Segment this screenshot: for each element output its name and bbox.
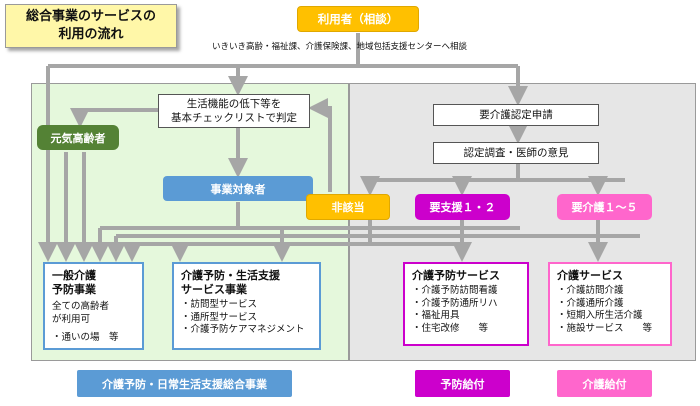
card-line: 全ての高齢者 [52,301,110,312]
diagram-title: 総合事業のサービスの 利用の流れ [5,4,177,48]
card-line: ・短期入所生活介護 [557,310,643,321]
comprehensive-program-label: 介護予防・日常生活支援総合事業 [77,370,292,397]
card-line: ・通所型サービス [181,311,258,323]
checklist-line-2: 基本チェックリストで判定 [171,112,297,124]
card-line: ・福祉用具 [412,310,460,321]
general-prevention-card: 一般介護 予防事業 全ての高齢者 が利用可 ・通いの場 等 [43,262,144,350]
prevention-benefit-label: 予防給付 [415,370,510,397]
user-consult-box: 利用者（相談） [297,6,419,32]
card-line: ・介護予防ケアマネジメント [181,324,305,335]
card-heading: 介護サービス [557,269,623,282]
card-heading: 介護予防サービス [412,269,500,282]
card-line: ・介護予防訪問看護 [412,285,498,296]
checklist-line-1: 生活機能の低下等を [186,98,282,110]
healthy-elderly-box: 元気高齢者 [37,125,119,150]
title-line-1: 総合事業のサービスの [25,9,156,24]
daily-life-support-card: 介護予防・生活支援 サービス事業 ・訪問型サービス ・通所型サービス ・介護予防… [172,262,321,350]
prevention-service-card: 介護予防サービス ・介護予防訪問看護 ・介護予防通所リハ ・福祉用具 ・住宅改修… [403,262,529,346]
card-line: ・施設サービス 等 [557,322,653,334]
card-line: ・通いの場 等 [52,332,119,343]
card-heading: 介護予防・生活支援 [181,269,280,282]
not-applicable-box: 非該当 [306,194,390,220]
card-line: が利用可 [52,313,91,325]
card-heading: 予防事業 [52,283,96,296]
card-line: ・住宅改修 等 [412,322,489,334]
card-heading: サービス事業 [181,283,247,296]
title-line-2: 利用の流れ [58,27,124,42]
card-heading: 一般介護 [52,269,96,282]
care-certification-application-box: 要介護認定申請 [433,104,599,126]
care-level-box: 要介護１～５ [557,194,652,220]
program-target-box: 事業対象者 [163,176,313,201]
support-level-box: 要支援１・２ [415,194,510,220]
card-line: ・介護予防通所リハ [412,297,498,309]
card-line: ・訪問型サービス [181,299,258,310]
care-benefit-label: 介護給付 [557,370,652,397]
card-line: ・介護通所介護 [557,297,624,309]
certification-survey-box: 認定調査・医師の意見 [433,142,599,164]
care-service-card: 介護サービス ・介護訪問介護 ・介護通所介護 ・短期入所生活介護 ・施設サービス… [548,262,672,346]
checklist-judgement-box: 生活機能の低下等を 基本チェックリストで判定 [158,94,310,128]
consult-caption: いきいき高齢・福祉課、介護保険課、地域包括支援センターへ相談 [212,42,468,52]
card-line: ・介護訪問介護 [557,285,624,296]
